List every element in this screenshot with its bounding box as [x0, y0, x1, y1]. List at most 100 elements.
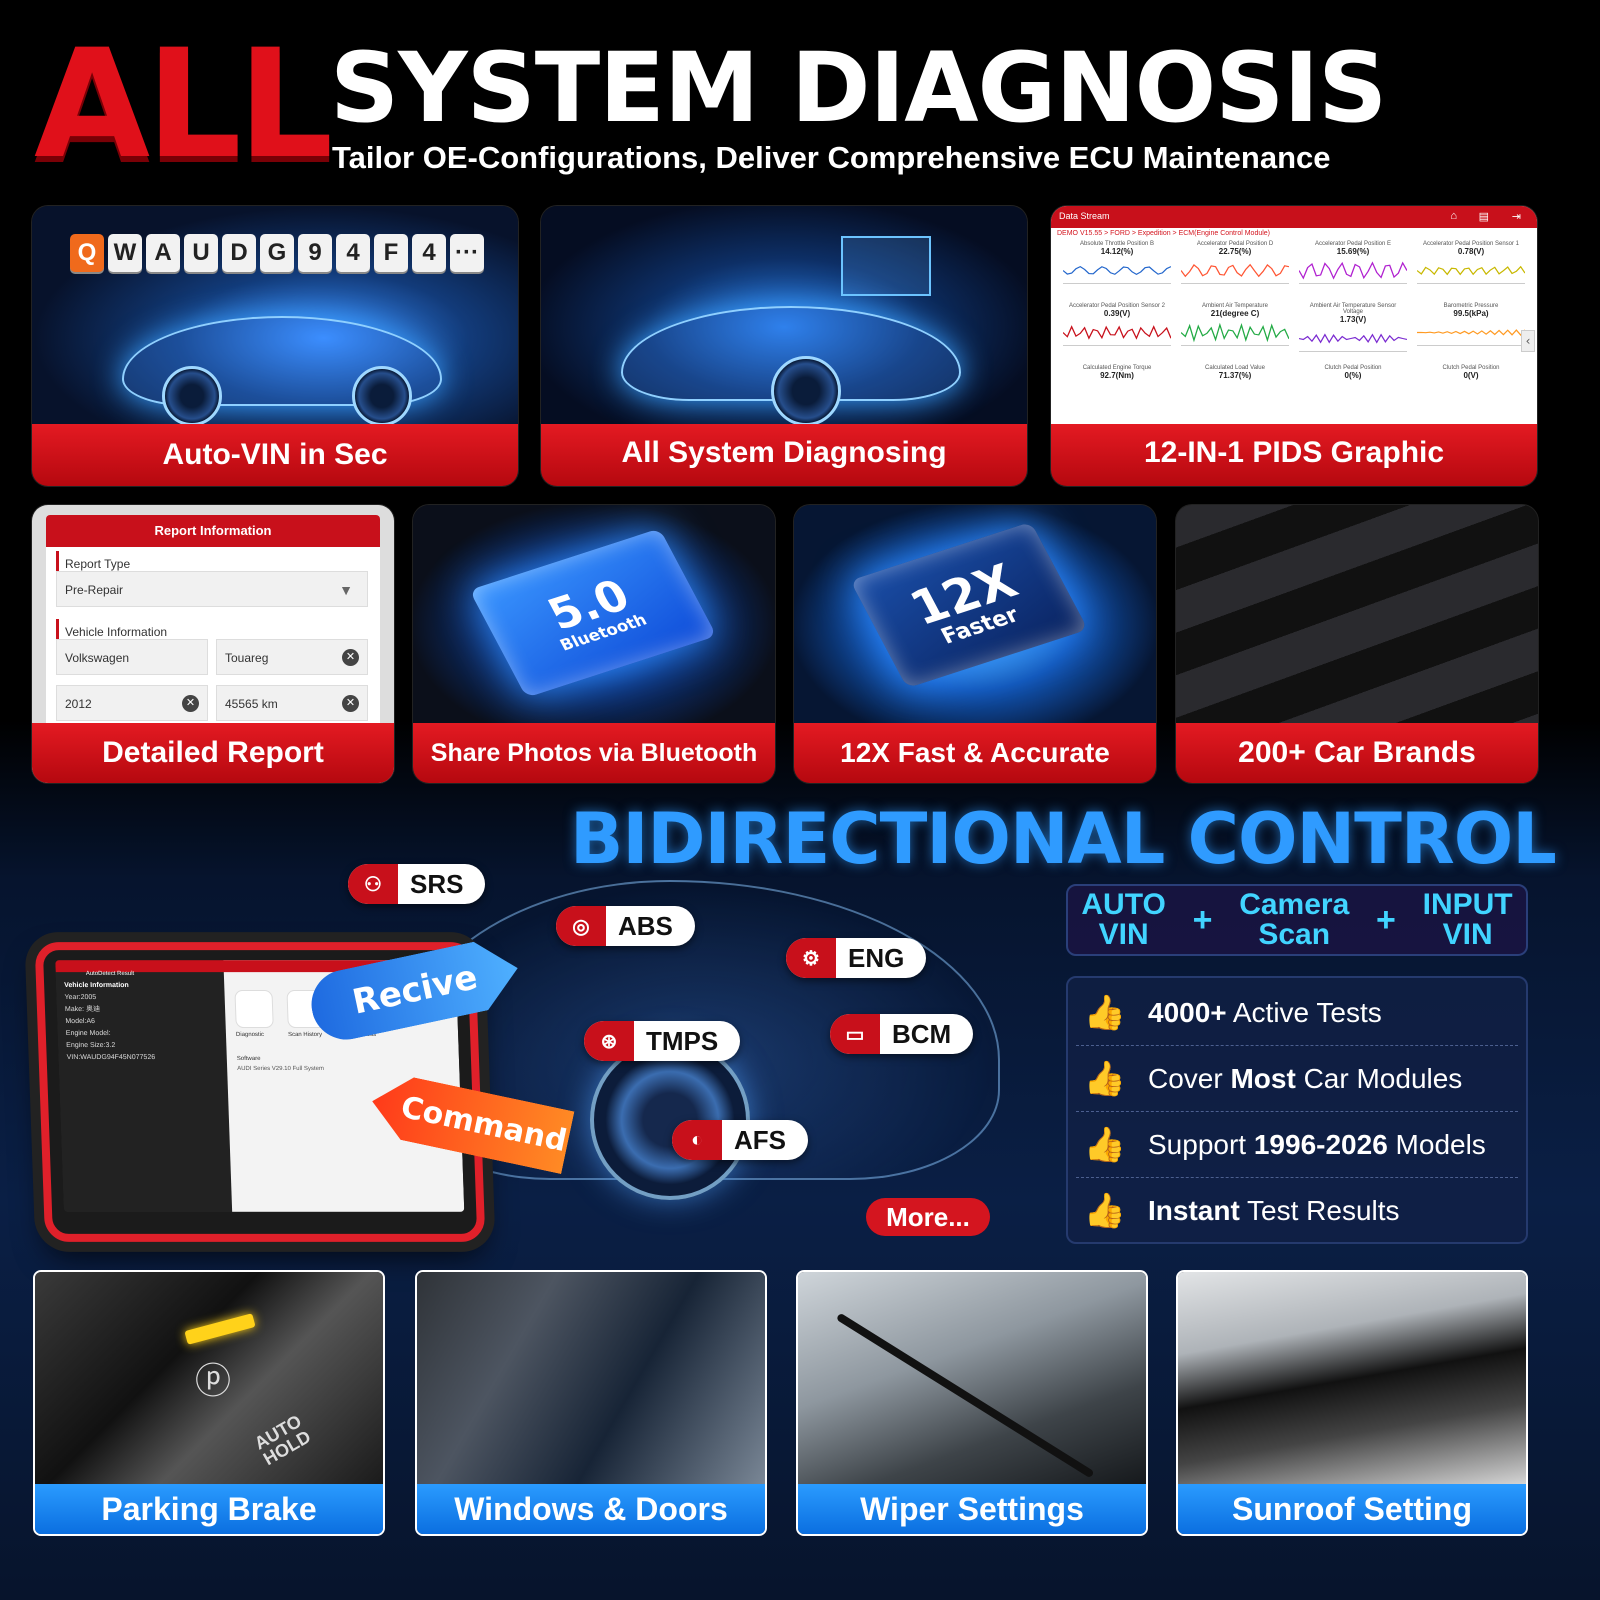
thumbs-up-icon: 👍 [1083, 993, 1127, 1032]
data-stream-header: Data Stream ⌂ ▤ ⇥ [1051, 206, 1537, 228]
card-caption: Windows & Doors [417, 1484, 765, 1534]
features-box: 👍 4000+ Active Tests 👍 Cover Most Car Mo… [1066, 976, 1528, 1244]
tablet-year: Year:2005 [64, 994, 97, 1002]
data-stream-title: Data Stream [1059, 211, 1110, 221]
pid-value: 0.39(V) [1103, 309, 1131, 318]
auto-vin-option: AUTO VIN [1081, 890, 1165, 950]
pid-graph [1298, 258, 1408, 284]
tablet-engine-model: Engine Model: [65, 1030, 111, 1038]
auto-hold-button: AUTO HOLD [251, 1411, 314, 1469]
scan-history-tile-label: Scan History [287, 1032, 323, 1039]
pid-trace [1298, 261, 1408, 280]
plus-icon: + [1192, 900, 1213, 939]
pid-trace [1298, 333, 1408, 344]
pid-value: 14.12(%) [1100, 247, 1134, 256]
vin-key: W [108, 234, 142, 272]
bluetooth-chip-image: 5.0 Bluetooth [413, 505, 775, 723]
mileage-value: 45565 km [225, 697, 278, 711]
model-field[interactable]: Touareg ✕ [216, 639, 368, 675]
year-field[interactable]: 2012 ✕ [56, 685, 208, 721]
car-door-image [417, 1272, 765, 1486]
pid-label: Accelerator Pedal Position D [1196, 241, 1274, 247]
model-value: Touareg [225, 651, 269, 665]
pid-value: 71.37(%) [1218, 371, 1252, 380]
diagnostic-tile[interactable] [234, 990, 274, 1029]
pid-trace [1416, 329, 1526, 336]
tablet-vehicle-info: Vehicle Information Year:2005 Make: 奥迪 M… [64, 980, 155, 1064]
engine-icon: ⚙ [786, 938, 836, 978]
chevron-left-icon[interactable]: ‹ [1521, 330, 1535, 352]
pid-label: Accelerator Pedal Position Sensor 2 [1068, 303, 1166, 309]
pid-value: 99.5(kPa) [1453, 309, 1489, 318]
feature-text: Support 1996-2026 Models [1148, 1128, 1486, 1160]
system-label: BCM [892, 1018, 952, 1049]
pid-trace [1062, 265, 1172, 276]
chevron-down-icon: ▼ [339, 582, 353, 598]
input-vin-line1: INPUT [1422, 888, 1513, 921]
tablet-engine-size: Engine Size:3.2 [66, 1042, 116, 1050]
exit-icon[interactable]: ⇥ [1511, 211, 1521, 223]
print-icon[interactable]: ▤ [1478, 211, 1489, 223]
bluetooth-chip: 5.0 Bluetooth [469, 528, 717, 698]
vin-key: A [146, 234, 180, 272]
pid-value: 0.78(V) [1457, 247, 1485, 256]
clear-icon[interactable]: ✕ [182, 695, 199, 712]
card-caption: Sunroof Setting [1178, 1484, 1526, 1534]
clear-icon[interactable]: ✕ [342, 649, 359, 666]
pid-label: Calculated Load Value [1205, 365, 1265, 371]
system-label: SRS [410, 868, 464, 899]
mileage-field[interactable]: 45565 km ✕ [216, 685, 368, 721]
vin-key: ··· [450, 234, 484, 272]
pid-graph [1180, 320, 1290, 346]
pid-value: 15.69(%) [1336, 247, 1370, 256]
report-panel: Report Information Report Type Pre-Repai… [46, 515, 380, 727]
vin-key: U [184, 234, 218, 272]
home-icon[interactable]: ⌂ [1450, 210, 1457, 222]
camera-scan-option: Camera Scan [1239, 890, 1349, 950]
card-bluetooth: 5.0 Bluetooth Share Photos via Bluetooth [413, 505, 775, 783]
card-caption: Detailed Report [32, 723, 394, 783]
pid-label: Calculated Engine Torque [1082, 365, 1152, 371]
sunroof-image [1178, 1272, 1526, 1486]
pid-graph [1416, 258, 1526, 284]
tablet-header: AutoDetect Result [85, 971, 135, 978]
system-pill-tmps: ⊛ TMPS [584, 1021, 741, 1061]
system-label: ABS [618, 910, 673, 941]
pid-trace [1062, 325, 1172, 340]
card-caption: 200+ Car Brands [1176, 723, 1538, 783]
make-field[interactable]: Volkswagen [56, 639, 208, 675]
car-grid-image [1176, 505, 1538, 723]
tablet-model: Model:A6 [65, 1018, 96, 1026]
pid-graph [1062, 258, 1172, 284]
card-caption: All System Diagnosing [541, 424, 1027, 486]
pid-graph [1298, 326, 1408, 352]
vin-options-box: AUTO VIN + Camera Scan + INPUT VIN [1066, 884, 1528, 956]
more-button[interactable]: More... [866, 1198, 990, 1236]
pid-label: Absolute Throttle Position B [1080, 241, 1154, 247]
card-detailed-report: Report Information Report Type Pre-Repai… [32, 505, 394, 783]
plus-icon: + [1376, 900, 1396, 939]
pid-graph [1416, 320, 1526, 346]
clear-icon[interactable]: ✕ [342, 695, 359, 712]
tablet-info-panel: Vehicle Information Year:2005 Make: 奥迪 M… [55, 960, 233, 1212]
system-label: ENG [848, 942, 905, 973]
diagnostic-tile-label: Diagnostic [235, 1032, 265, 1039]
bidirectional-title: BIDIRECTIONAL CONTROL [570, 798, 1557, 880]
thumbs-up-icon: 👍 [1083, 1125, 1127, 1164]
report-type-select[interactable]: Pre-Repair ▼ [56, 571, 368, 607]
parking-brake-image: ⓟ AUTO HOLD [35, 1272, 383, 1486]
pid-value: 21(degree C) [1210, 309, 1260, 318]
vin-key: G [260, 234, 294, 272]
card-sunroof-setting: Sunroof Setting [1176, 1270, 1528, 1536]
headlight-icon: ◐ [672, 1120, 722, 1160]
headline-title: SYSTEM DIAGNOSIS [330, 32, 1387, 144]
card-caption: 12-IN-1 PIDS Graphic [1051, 424, 1537, 486]
